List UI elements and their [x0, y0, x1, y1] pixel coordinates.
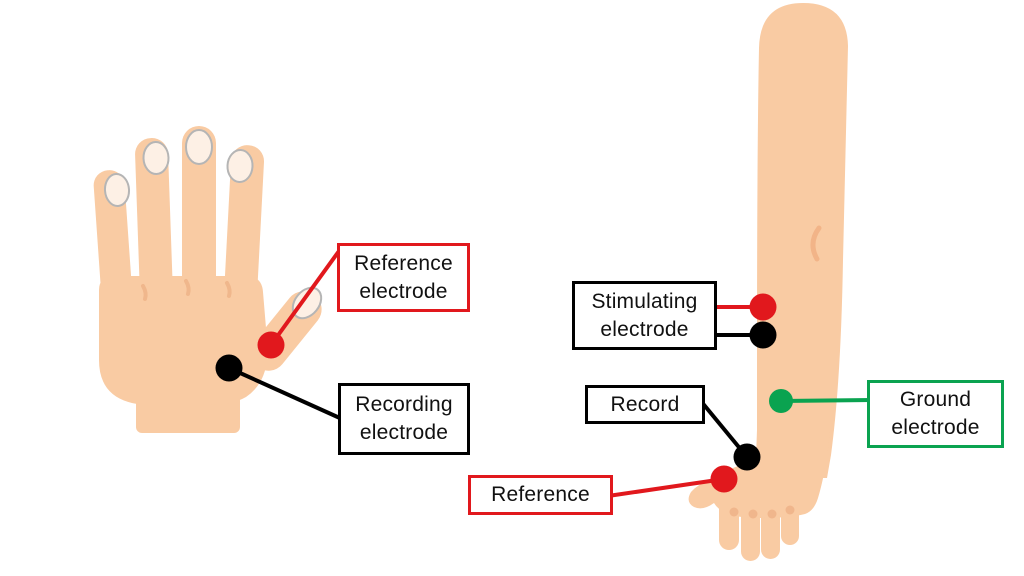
recording-electrode-dot [215, 354, 243, 382]
knuckle-dot [785, 505, 795, 515]
label-text: Stimulating [591, 289, 698, 313]
label-text: Record [610, 392, 680, 416]
reference-electrode-label: Reference electrode [337, 243, 470, 312]
label-text: Reference [491, 483, 590, 507]
label-text: Ground [899, 388, 972, 412]
elbow-crease [810, 225, 822, 262]
arm-hand [688, 430, 830, 518]
middle-nail [185, 129, 213, 165]
reference-wrist-connector [607, 477, 725, 498]
electrode-dots [215, 293, 793, 493]
reference-dot [710, 465, 738, 493]
ring-finger [135, 138, 173, 305]
recording-hand-connector [228, 366, 343, 421]
stimulating-black-dot [749, 321, 777, 349]
palm [99, 276, 268, 405]
label-text: electrode [359, 421, 449, 444]
index-nail [226, 149, 254, 183]
label-text: electrode [359, 279, 448, 303]
stimulating-electrode-label: Stimulating electrode [572, 281, 717, 350]
hand-illustration [93, 126, 323, 433]
reference-electrode-dot [257, 331, 285, 359]
ground-electrode-label: Ground electrode [867, 380, 1004, 448]
knuckle-dot [767, 509, 777, 519]
label-text: electrode [600, 317, 689, 341]
ring-nail [142, 141, 170, 175]
knuckle-dot [729, 507, 739, 517]
record-dot [733, 443, 761, 471]
recording-electrode-label: Recording electrode [338, 383, 470, 455]
pinky-nail [103, 173, 131, 207]
label-text: Reference [354, 251, 453, 275]
record-label: Record [585, 385, 705, 424]
index-finger [224, 145, 265, 304]
label-text: electrode [891, 416, 980, 439]
reference-hand-connector [269, 249, 341, 347]
knuckle-dot [748, 509, 758, 519]
ground-connector [780, 398, 873, 403]
knuckle-crease [141, 284, 148, 301]
knuckle-crease [184, 279, 191, 296]
knuckle-crease [225, 281, 232, 298]
stimulating-red-dot [749, 293, 777, 321]
thumb-nail [291, 286, 323, 320]
reference-label: Reference [468, 475, 613, 515]
ground-electrode-dot [769, 389, 793, 413]
label-text: Recording [355, 393, 453, 417]
arm-illustration [688, 3, 848, 561]
arm [757, 3, 848, 478]
middle-finger [182, 126, 216, 302]
